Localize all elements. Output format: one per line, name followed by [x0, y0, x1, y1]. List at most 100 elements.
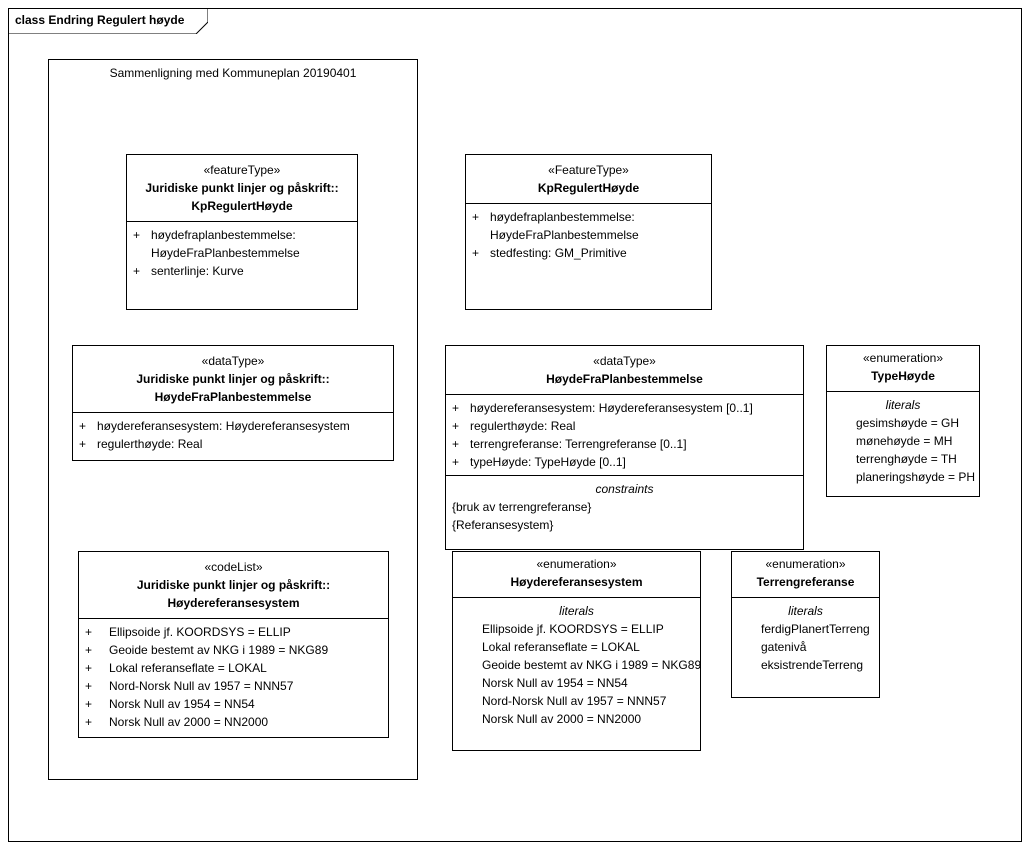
attribute-row[interactable]: + senterlinje: Kurve [127, 262, 357, 280]
frame-tab [8, 8, 208, 34]
constraint-item[interactable]: {bruk av terrengreferanse} [452, 500, 592, 514]
attribute-compartment: +Ellipsoide jf. KOORDSYS = ELLIP +Geoide… [79, 619, 388, 735]
attribute-row[interactable]: + terrengreferanse: Terrengreferanse [0..… [446, 435, 803, 453]
visibility: + [85, 715, 93, 729]
attribute-compartment: +høydefraplanbestemmelse: HøydeFraPlanbe… [127, 222, 357, 284]
class-name: Høydereferansesystem [510, 575, 643, 589]
attribute-text: regulerthøyde: Real [97, 437, 203, 451]
frame-label: class Endring Regulert høyde [15, 13, 185, 27]
visibility: + [85, 661, 93, 675]
enum-hoydereferansesystem[interactable]: «enumeration» Høydereferansesystem liter… [452, 551, 701, 751]
attribute-row[interactable]: + Ellipsoide jf. KOORDSYS = ELLIP [79, 623, 388, 641]
attribute-text: Nord-Norsk Null av 1957 = NNN57 [109, 679, 294, 693]
attribute-row[interactable]: + regulerthøyde: Real [73, 435, 393, 453]
attribute-compartment: +høydefraplanbestemmelse: HøydeFraPlanbe… [466, 204, 711, 266]
visibility: + [85, 679, 93, 693]
attribute-text: Lokal referanseflate = LOKAL [109, 661, 267, 675]
literal-item[interactable]: gatenivå [761, 640, 807, 654]
class-name: HøydeFraPlanbestemmelse [546, 372, 703, 386]
class-name: Juridiske punkt linjer og påskrift:: [136, 372, 330, 386]
class-header: «enumeration» Terrengreferanse [732, 552, 879, 598]
literal-item[interactable]: Ellipsoide jf. KOORDSYS = ELLIP [482, 622, 664, 636]
class-name: Juridiske punkt linjer og påskrift:: [145, 181, 339, 195]
attribute-text: høydefraplanbestemmelse: [490, 210, 635, 224]
attribute-text: høydefraplanbestemmelse: [151, 228, 296, 242]
literal-item[interactable]: Lokal referanseflate = LOKAL [482, 640, 640, 654]
enum-terrengreferanse[interactable]: «enumeration» Terrengreferanse literals … [731, 551, 880, 698]
attribute-text: terrengreferanse: Terrengreferanse [0..1… [470, 437, 687, 451]
class-name: KpRegulertHøyde [191, 199, 293, 213]
class-header: «dataType» Juridiske punkt linjer og pås… [73, 346, 393, 413]
class-header: «dataType» HøydeFraPlanbestemmelse [446, 346, 803, 395]
attribute-compartment: + høydereferansesystem: Høydereferansesys… [446, 395, 803, 475]
stereotype: «codeList» [204, 560, 263, 574]
attribute-text: Norsk Null av 1954 = NN54 [109, 697, 255, 711]
attribute-row[interactable]: + Lokal referanseflate = LOKAL [79, 659, 388, 677]
visibility: + [79, 437, 87, 451]
attribute-text: Ellipsoide jf. KOORDSYS = ELLIP [109, 625, 291, 639]
visibility: + [452, 455, 460, 469]
visibility: + [452, 401, 460, 415]
attribute-text: høydereferansesystem: Høydereferansesyst… [470, 401, 753, 415]
literal-item[interactable]: Nord-Norsk Null av 1957 = NNN57 [482, 694, 667, 708]
attribute-text: høydereferansesystem: Høydereferansesyst… [97, 419, 350, 433]
literal-item[interactable]: Norsk Null av 1954 = NN54 [482, 676, 628, 690]
stereotype: «FeatureType» [548, 163, 629, 177]
diagram-frame [8, 8, 1022, 842]
stereotype: «enumeration» [536, 557, 617, 571]
constraints-title: constraints [595, 482, 654, 496]
literal-compartment: literals Ellipsoide jf. KOORDSYS = ELLIP… [453, 598, 702, 732]
literals-title: literals [885, 398, 921, 412]
attribute-text: typeHøyde: TypeHøyde [0..1] [470, 455, 626, 469]
visibility: + [133, 264, 141, 278]
literal-item[interactable]: terrenghøyde = TH [856, 452, 957, 466]
class-header: «featureType» Juridiske punkt linjer og … [127, 155, 357, 222]
class-hoydefraplanbestemmelse[interactable]: «dataType» HøydeFraPlanbestemmelse + høyd… [445, 345, 804, 550]
visibility: + [85, 625, 93, 639]
literal-item[interactable]: planeringshøyde = PH [856, 470, 976, 484]
visibility: + [452, 419, 460, 433]
comparison-boundary: Sammenligning med Kommuneplan 20190401 [48, 59, 418, 780]
visibility: + [133, 228, 141, 242]
literal-item[interactable]: Norsk Null av 2000 = NN2000 [482, 712, 642, 726]
attribute-text: senterlinje: Kurve [151, 264, 244, 278]
enum-typehoyde[interactable]: «enumeration» TypeHøyde literals gesimsh… [826, 345, 980, 497]
attribute-row[interactable]: +Norsk Null av 1954 = NN54 [79, 695, 388, 713]
visibility: + [472, 246, 480, 260]
literal-item[interactable]: ferdigPlanertTerreng [761, 622, 870, 636]
attribute-row[interactable]: + Norsk Null av 2000 = NN2000 [79, 713, 388, 731]
attribute-row[interactable]: + stedfesting: GM_Primitive [466, 244, 711, 262]
attribute-row[interactable]: + typeHøyde: TypeHøyde [0..1] [446, 453, 803, 471]
attribute-row[interactable]: +Geoide bestemt av NKG i 1989 = NKG89 [79, 641, 388, 659]
literal-compartment: literals ferdigPlanertTerreng gatenivå e… [732, 598, 879, 678]
attribute-text: stedfesting: GM_Primitive [490, 246, 627, 260]
class-name: Høydereferansesystem [167, 596, 300, 610]
attribute-row[interactable]: + Nord-Norsk Null av 1957 = NNN57 [79, 677, 388, 695]
attribute-row[interactable]: + høydereferansesystem: Høydereferansesys… [73, 417, 393, 435]
class-kpregulerthoyde[interactable]: «FeatureType» KpRegulertHøyde +høydefrap… [465, 154, 712, 310]
attribute-text: regulerthøyde: Real [470, 419, 576, 433]
constraint-item[interactable]: {Referansesystem} [452, 518, 554, 532]
attribute-row[interactable]: + høydefraplanbestemmelse: [127, 226, 357, 244]
literal-item[interactable]: mønehøyde = MH [856, 434, 953, 448]
attribute-row[interactable]: + regulerthøyde: Real [446, 417, 803, 435]
attribute-text: Geoide bestemt av NKG i 1989 = NKG89 [109, 643, 329, 657]
literal-item[interactable]: gesimshøyde = GH [856, 416, 960, 430]
class-name: TypeHøyde [871, 369, 935, 383]
visibility: + [79, 419, 87, 433]
class-kpregulerthoyde-juridiske[interactable]: «featureType» Juridiske punkt linjer og … [126, 154, 358, 310]
stereotype: «dataType» [201, 354, 265, 368]
class-header: «FeatureType» KpRegulertHøyde [466, 155, 711, 204]
class-name: Juridiske punkt linjer og påskrift:: [136, 578, 331, 592]
literal-item[interactable]: Geoide bestemt av NKG i 1989 = NKG89 [482, 658, 702, 672]
class-hoydefraplanbestemmelse-juridiske[interactable]: «dataType» Juridiske punkt linjer og pås… [72, 345, 394, 461]
attribute-text: Norsk Null av 2000 = NN2000 [109, 715, 269, 729]
class-name: Terrengreferanse [756, 575, 855, 589]
attribute-row[interactable]: +høydefraplanbestemmelse: [466, 208, 711, 226]
literal-item[interactable]: eksistrendeTerreng [761, 658, 864, 672]
stereotype: «enumeration» [765, 557, 846, 571]
visibility: + [452, 437, 460, 451]
literals-title: literals [559, 604, 594, 618]
attribute-row[interactable]: + høydereferansesystem: Høydereferansesys… [446, 399, 803, 417]
codelist-hoydereferansesystem-juridiske[interactable]: «codeList» Juridiske punkt linjer og pås… [78, 551, 389, 738]
